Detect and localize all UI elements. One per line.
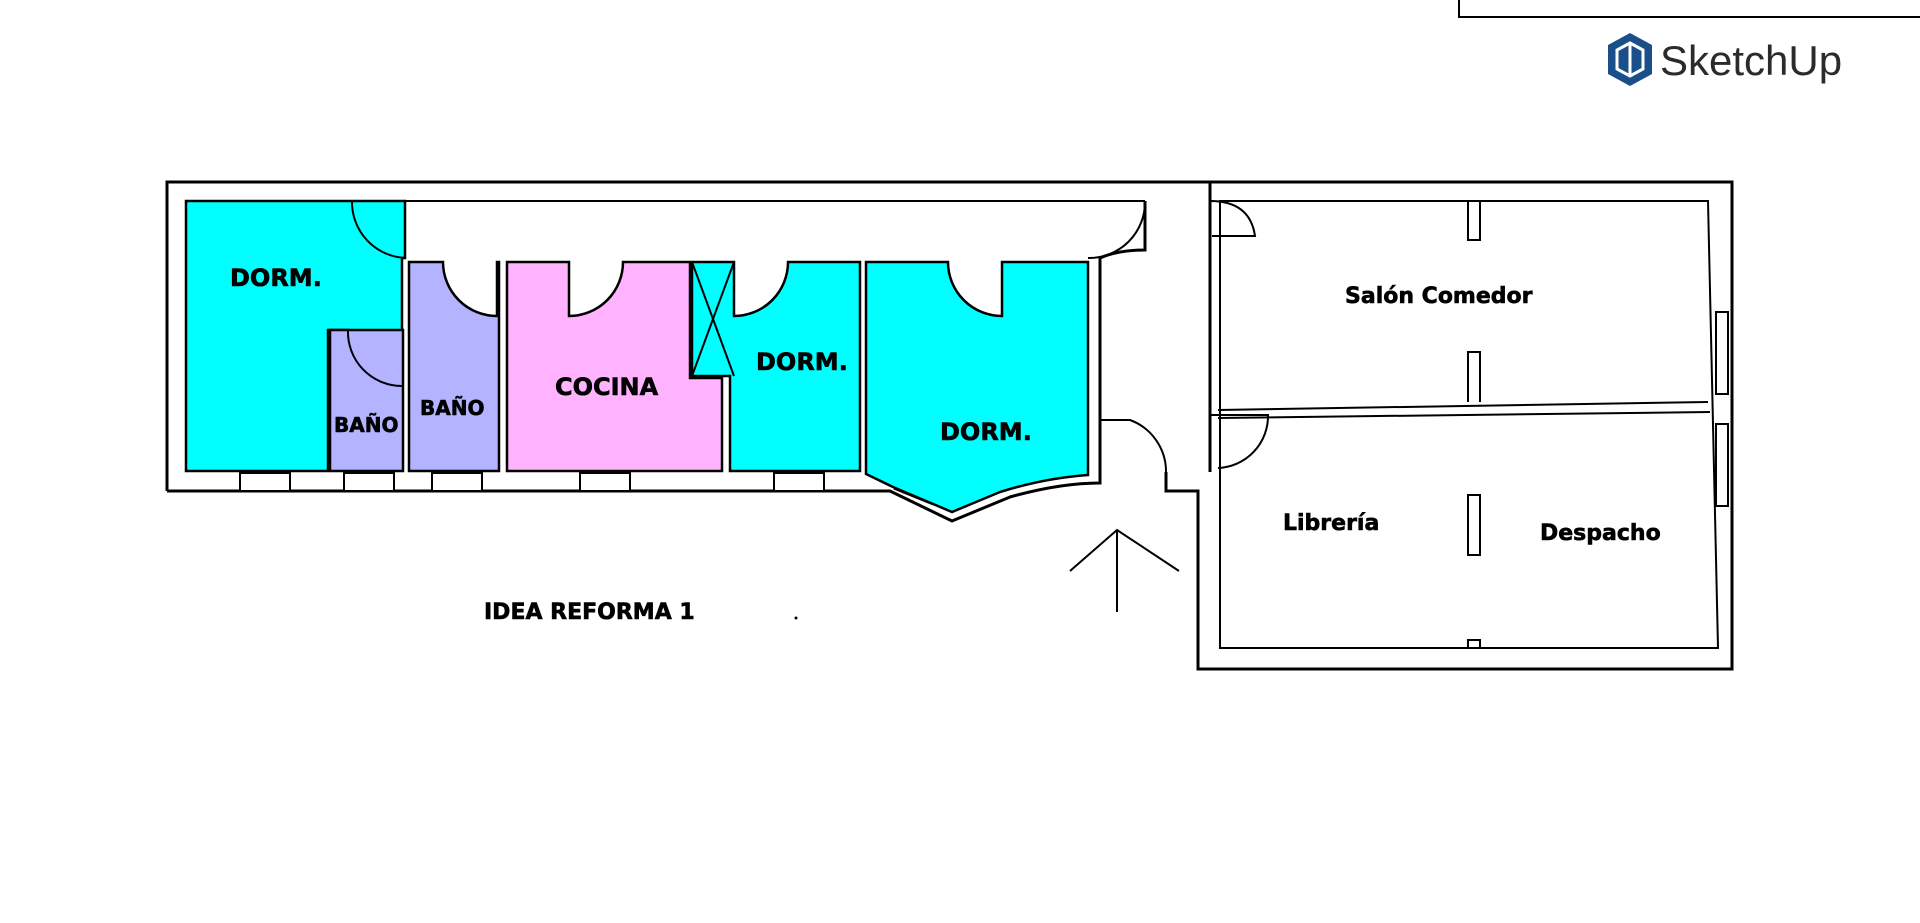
viewport-frame [1458,0,1920,18]
middle-wall [1217,411,1711,419]
window [579,472,631,492]
partition [1467,494,1481,556]
room-dorm-3 [864,260,1090,514]
partition [1467,351,1481,402]
door-swing [1100,419,1168,473]
exterior-wall-bottom [167,424,1102,523]
door-swing [346,329,403,387]
label-salon-comedor: Salón Comedor [1345,284,1533,309]
label-bano-2: BAÑO [420,396,484,420]
room-cocina [505,260,724,473]
brand-name: SketchUp [1660,37,1842,84]
label-dorm-3: DORM. [940,418,1032,446]
door-swing [1210,414,1270,469]
label-bano-1: BAÑO [334,413,398,437]
label-cocina: COCINA [555,373,659,401]
label-despacho: Despacho [1540,521,1661,546]
hall-wall [1098,201,1147,480]
window [1715,311,1729,395]
room-bano-2 [407,260,501,473]
door-swing [350,200,406,259]
middle-wall [1217,401,1709,411]
sketchup-logo-icon [1608,33,1652,86]
door-swing [1209,200,1257,237]
window [239,472,291,492]
window [431,472,483,492]
partition [1467,639,1481,648]
plan-title: IDEA REFORMA 1 [484,600,695,625]
living-area-outline [1219,200,1720,649]
window [343,472,395,492]
label-dorm-2: DORM. [756,348,848,376]
label-dorm-1: DORM. [230,264,322,292]
room-dorm-2 [690,260,862,473]
exterior-wall [165,180,1734,671]
window [1715,423,1729,507]
partition [1467,201,1481,241]
room-bano-1 [328,328,405,473]
entrance-arrow-icon [1069,528,1180,612]
window [773,472,825,492]
closet-marker [691,261,735,377]
label-libreria: Librería [1283,511,1379,536]
sketchup-logo: SketchUp [1608,33,1842,86]
stray-dot [794,616,798,620]
